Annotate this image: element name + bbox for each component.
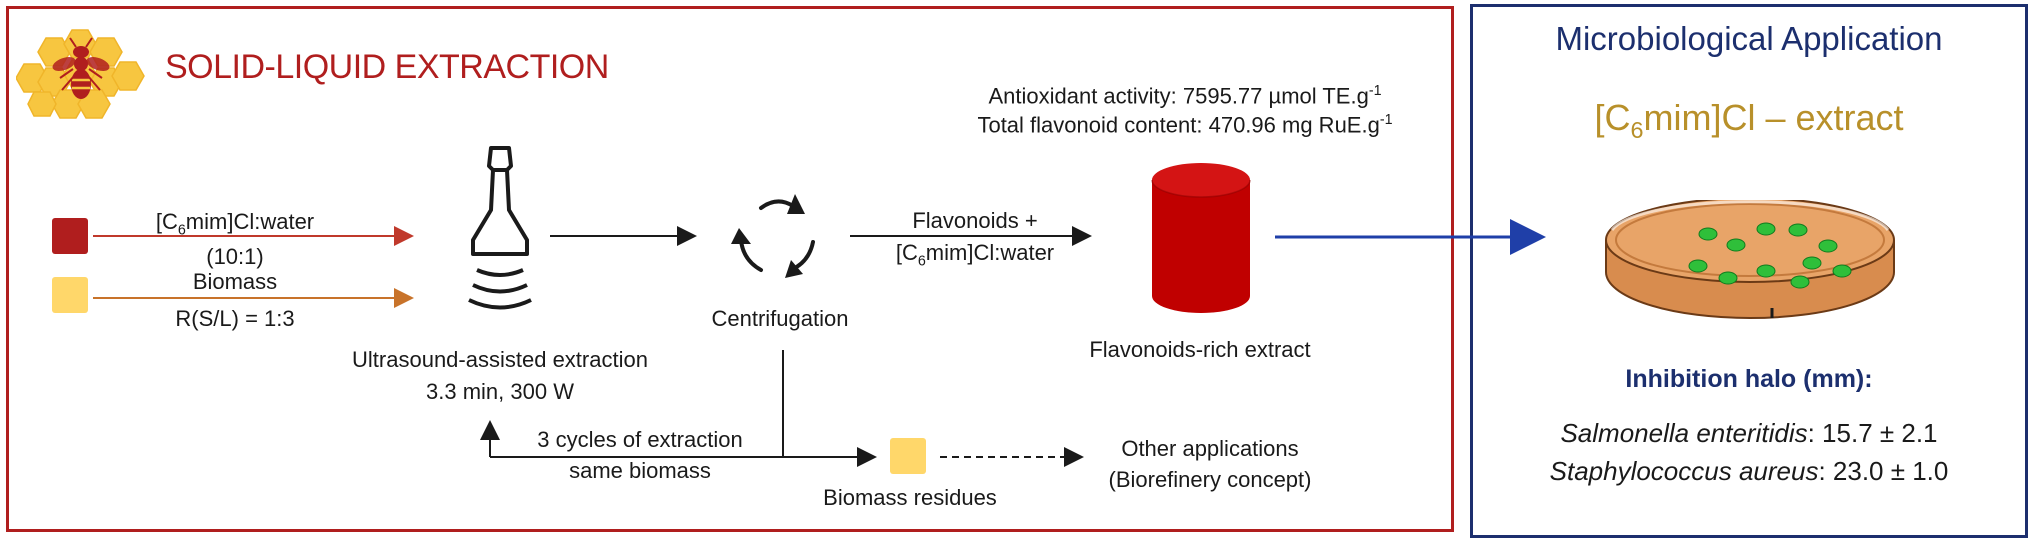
other-line2: (Biorefinery concept)	[1108, 467, 1312, 492]
ultrasound-label: Ultrasound-assisted extraction	[352, 347, 648, 372]
application-panel	[1470, 4, 2028, 538]
flavonoid-content: Total flavonoid content: 470.96 mg RuE.g…	[977, 112, 1393, 138]
solvent-ratio: (10:1)	[206, 244, 264, 269]
flow-label-line2: [C6mim]Cl:water	[895, 240, 1055, 270]
antioxidant-activity: Antioxidant activity: 7595.77 µmol TE.g-…	[988, 83, 1382, 109]
inhibition-halo-title: Inhibition halo (mm):	[1625, 365, 1873, 393]
flow-label-line1: Flavonoids +	[912, 208, 1038, 233]
biomass-label: Biomass	[192, 269, 278, 294]
extraction-panel	[6, 6, 1454, 532]
solvent-square	[52, 218, 88, 254]
extract-label: Flavonoids-rich extract	[1089, 337, 1311, 362]
other-line1: Other applications	[1121, 436, 1299, 461]
application-title: Microbiological Application	[1555, 20, 1943, 57]
solvent-label: [C6mim]Cl:water	[155, 209, 315, 239]
red-cylinder-icon	[1151, 163, 1251, 313]
result-staphylococcus: Staphylococcus aureus: 23.0 ± 1.0	[1549, 456, 1949, 486]
biomass-ratio: R(S/L) = 1:3	[175, 306, 295, 331]
centrifugation-label: Centrifugation	[711, 306, 849, 331]
cycles-line1: 3 cycles of extraction	[537, 427, 743, 452]
petri-dish-icon	[1605, 200, 1895, 319]
ultrasound-probe-icon	[468, 146, 532, 310]
recycle-arrows-icon	[731, 194, 815, 278]
cycles-line2: same biomass	[569, 458, 711, 483]
extract-name: [C6mim]Cl – extract	[1594, 97, 1904, 144]
extraction-title: SOLID-LIQUID EXTRACTION	[165, 48, 609, 86]
result-salmonella: Salmonella enteritidis: 15.7 ± 2.1	[1560, 418, 1938, 448]
residues-label: Biomass residues	[823, 485, 997, 510]
ultrasound-conditions: 3.3 min, 300 W	[426, 379, 574, 404]
residue-square	[890, 438, 926, 474]
honeycomb-bee-icon	[16, 29, 145, 119]
biomass-square	[52, 277, 88, 313]
